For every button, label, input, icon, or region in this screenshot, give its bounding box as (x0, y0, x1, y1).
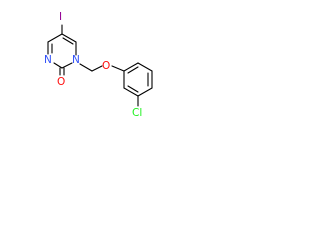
bond-ar-inner-c (127, 66, 139, 74)
bond-n1-c2 (61, 62, 73, 69)
bond-oxygen-aryl (111, 65, 125, 72)
bond-c2-n3 (53, 62, 63, 69)
bond-ar5-ar6 (137, 62, 153, 72)
bond-c4-c5 (47, 33, 63, 43)
bond-ar2-ar3 (123, 87, 139, 97)
bond-ar-inner-a (127, 85, 139, 93)
bond-methylene-oxygen (91, 65, 103, 72)
atom-chlorine: Cl (132, 107, 142, 119)
bond-c5-c6 (61, 33, 77, 43)
bond-c5-c6-double (62, 37, 74, 45)
atom-ether-oxygen: O (102, 60, 110, 72)
bond-ar3-ar4 (137, 87, 153, 97)
atom-nitrogen-upper: N (72, 54, 80, 66)
structure-diagram: I N N O O Cl (0, 0, 219, 143)
bond-n1-methylene (79, 63, 93, 72)
bond-ar6-ar1 (123, 62, 139, 72)
molecule-drawing: I N N O O Cl (44, 11, 153, 119)
atom-carbonyl-oxygen: O (57, 76, 65, 88)
atom-nitrogen-lower: N (44, 54, 52, 66)
atom-iodine: I (59, 11, 62, 23)
